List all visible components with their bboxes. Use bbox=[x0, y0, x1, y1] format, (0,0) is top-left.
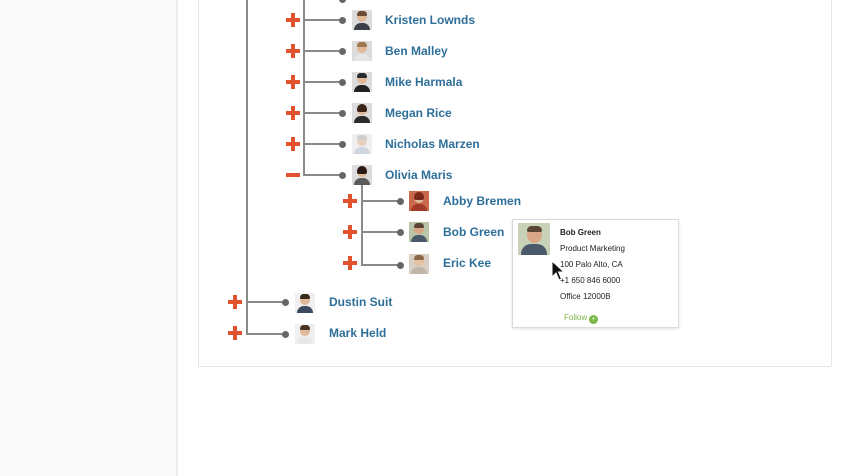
tree-dot-partial bbox=[339, 0, 346, 3]
avatar bbox=[409, 222, 429, 242]
avatar bbox=[295, 293, 315, 313]
hovercard-office: Office 12000B bbox=[560, 292, 611, 301]
person-name-link[interactable]: Abby Bremen bbox=[443, 194, 522, 208]
hovercard-title: Product Marketing bbox=[560, 244, 625, 253]
hovercard-phone[interactable]: +1 650 846 6000 bbox=[560, 276, 621, 285]
tree-connector bbox=[304, 19, 342, 21]
expand-toggle[interactable] bbox=[286, 137, 300, 151]
tree-connector bbox=[362, 264, 400, 266]
tree-dot bbox=[397, 198, 404, 205]
avatar bbox=[352, 165, 372, 185]
tree-dot bbox=[397, 229, 404, 236]
tree-line-level2-vertical bbox=[303, 0, 305, 176]
tree-dot bbox=[282, 331, 289, 338]
plus-icon: + bbox=[589, 315, 599, 324]
collapse-toggle[interactable] bbox=[286, 168, 300, 182]
tree-connector bbox=[304, 50, 342, 52]
tree-connector bbox=[362, 231, 400, 233]
expand-toggle[interactable] bbox=[286, 44, 300, 58]
avatar bbox=[352, 41, 372, 61]
tree-dot bbox=[339, 110, 346, 117]
expand-toggle[interactable] bbox=[343, 225, 357, 239]
avatar bbox=[352, 134, 372, 154]
person-name-link[interactable]: Eric Kee bbox=[443, 256, 492, 270]
avatar bbox=[409, 191, 429, 211]
tree-dot bbox=[339, 79, 346, 86]
person-name-link[interactable]: Ben Malley bbox=[385, 44, 448, 58]
tree-dot bbox=[397, 262, 404, 269]
person-name-link[interactable]: Nicholas Marzen bbox=[385, 137, 480, 151]
person-name-link[interactable]: Kristen Lownds bbox=[385, 13, 476, 27]
tree-line-level3-vertical bbox=[361, 185, 363, 266]
tree-dot bbox=[339, 17, 346, 24]
person-name-link[interactable]: Bob Green bbox=[443, 225, 505, 239]
person-name-link[interactable]: Megan Rice bbox=[385, 106, 452, 120]
expand-toggle[interactable] bbox=[228, 295, 242, 309]
avatar bbox=[352, 72, 372, 92]
hovercard-location: 100 Palo Alto, CA bbox=[560, 260, 623, 269]
person-name-link[interactable]: Mark Held bbox=[329, 326, 387, 340]
tree-connector bbox=[362, 200, 400, 202]
left-pane bbox=[0, 0, 176, 476]
avatar bbox=[295, 324, 315, 344]
follow-label: Follow bbox=[564, 313, 588, 322]
tree-connector bbox=[304, 143, 342, 145]
avatar bbox=[409, 254, 429, 274]
tree-connector bbox=[304, 81, 342, 83]
tree-line-level1-vertical bbox=[246, 0, 248, 335]
pane-divider bbox=[176, 0, 178, 476]
person-name-link[interactable]: Dustin Suit bbox=[329, 295, 393, 309]
hovercard-name: Bob Green bbox=[560, 228, 601, 237]
tree-connector bbox=[247, 301, 285, 303]
tree-dot bbox=[339, 141, 346, 148]
mouse-pointer-icon bbox=[551, 260, 565, 281]
tree-dot bbox=[282, 299, 289, 306]
hovercard-photo bbox=[518, 223, 550, 255]
contact-hovercard: Bob Green Product Marketing 100 Palo Alt… bbox=[512, 219, 679, 328]
avatar bbox=[352, 103, 372, 123]
expand-toggle[interactable] bbox=[343, 194, 357, 208]
expand-toggle[interactable] bbox=[286, 75, 300, 89]
tree-dot bbox=[339, 48, 346, 55]
expand-toggle[interactable] bbox=[286, 106, 300, 120]
expand-toggle[interactable] bbox=[228, 326, 242, 340]
tree-dot bbox=[339, 172, 346, 179]
expand-toggle[interactable] bbox=[343, 256, 357, 270]
person-name-link[interactable]: Mike Harmala bbox=[385, 75, 463, 89]
tree-connector bbox=[304, 112, 342, 114]
tree-connector bbox=[304, 174, 342, 176]
expand-toggle[interactable] bbox=[286, 13, 300, 27]
avatar bbox=[352, 10, 372, 30]
person-name-link[interactable]: Olivia Maris bbox=[385, 168, 453, 182]
tree-connector bbox=[247, 333, 285, 335]
follow-button[interactable]: Follow+ bbox=[564, 313, 599, 324]
